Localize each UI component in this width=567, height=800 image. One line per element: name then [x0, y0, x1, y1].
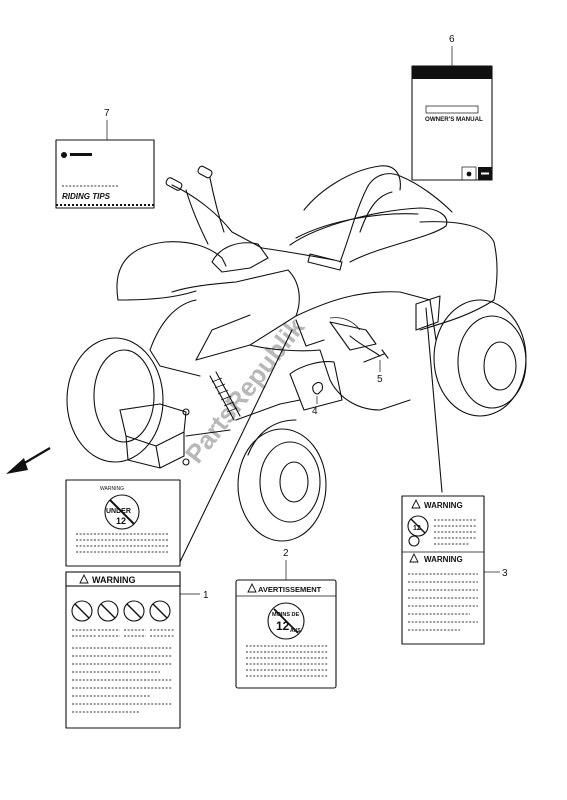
under-number: 12 [116, 516, 126, 526]
warning-header-3a: WARNING [424, 501, 463, 510]
callout-5: 5 [377, 374, 383, 385]
warning-top-small: WARNING [100, 486, 124, 492]
callout-6: 6 [449, 34, 455, 45]
callout-1: 1 [203, 590, 209, 601]
warning-header-3b: WARNING [424, 555, 463, 564]
owners-manual-title: OWNER'S MANUAL [425, 116, 483, 123]
warning-header-1: WARNING [92, 575, 136, 585]
callout-4: 4 [312, 406, 318, 417]
warning-label-3: WARNING 12 WARNING [401, 495, 485, 645]
under-text: UNDER [106, 508, 131, 515]
moins-de-unit: ANS [290, 628, 301, 634]
warning-label-1: UNDER 12 WARNING WARNING [65, 479, 181, 729]
avertissement-header: AVERTISSEMENT [258, 585, 322, 594]
owners-manual: OWNER'S MANUAL [411, 65, 493, 181]
avertissement-label-2: AVERTISSEMENT MOINS DE 12 ANS [235, 579, 337, 689]
riding-tips-booklet: RIDING TIPS [55, 139, 155, 209]
watermark: PartsRepublik [179, 312, 311, 469]
callout-2: 2 [283, 548, 289, 559]
riding-tips-title: RIDING TIPS [62, 192, 111, 201]
moins-de-text: MOINS DE [272, 612, 300, 618]
atv-illustration [66, 165, 527, 542]
front-arrow-icon [6, 447, 51, 474]
under-number-3: 12 [413, 525, 421, 532]
moins-de-number: 12 [276, 619, 290, 633]
callout-7: 7 [104, 108, 110, 119]
callout-3: 3 [502, 568, 508, 579]
